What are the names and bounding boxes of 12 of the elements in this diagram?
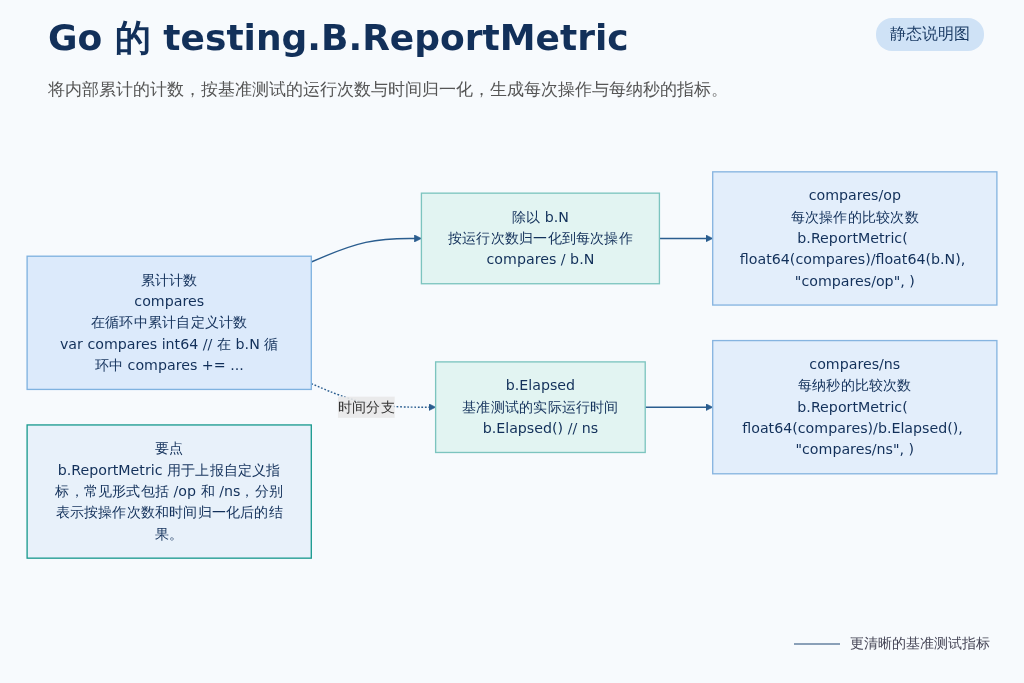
node-box: 除以 b.N 按运行次数归一化到每次操作 compares / b.N bbox=[420, 192, 661, 285]
node-box: compares/op 每次操作的比较次数 b.ReportMetric( float64(compares)/float64(b.N), "compares/op", ) bbox=[712, 171, 998, 306]
subtitle: 将内部累计的计数，按基准测试的运行次数与时间归一化，生成每次操作与每纳秒的指标。 bbox=[48, 78, 728, 101]
arrow bbox=[310, 234, 422, 263]
title: Go 的 testing.B.ReportMetric bbox=[48, 16, 629, 60]
tag-label: 静态说明图 bbox=[876, 18, 984, 51]
node-box: compares/ns 每纳秒的比较次数 b.ReportMetric( float64(compares)/b.Elapsed(), "compares/ns", ) bbox=[712, 339, 998, 475]
node-box: 累计计数 compares 在循环中累计自定义计数 var compares int64 // 在 b.N 循环中 compares += ... bbox=[26, 255, 312, 391]
node-box: b.Elapsed 基准测试的实际运行时间 b.Elapsed() // ns bbox=[434, 361, 646, 454]
legend-text: 更清晰的基准测试指标 bbox=[850, 635, 990, 653]
edge-label: 时间分支 bbox=[337, 398, 395, 416]
node-box: 要点 b.ReportMetric 用于上报自定义指标，常见形式包括 /op 和 /ns，分别表示按操作次数和时间归一化后的结果。 bbox=[26, 424, 312, 559]
